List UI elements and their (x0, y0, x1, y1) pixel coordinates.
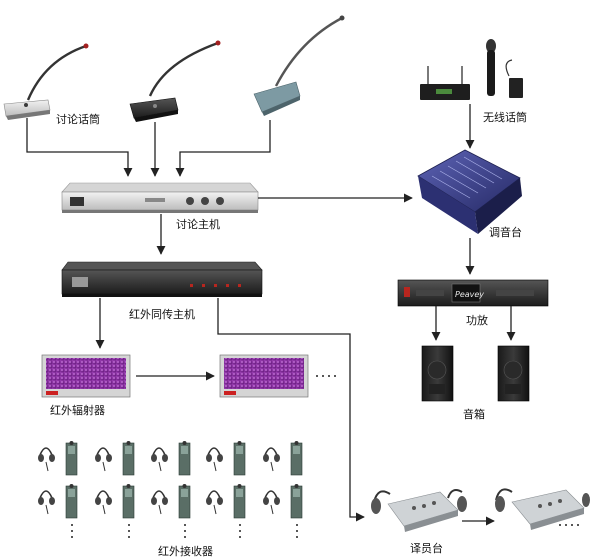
ir-host-device (61, 261, 263, 297)
mic-to-host-connectors (26, 118, 271, 177)
wireless-mic-receiver (420, 66, 470, 100)
label-amplifier: 功放 (466, 313, 488, 327)
discussion-host-device (61, 182, 259, 213)
label-ir-receiver: 红外接收器 (158, 544, 213, 558)
amp-to-speaker-arrows (431, 306, 516, 341)
ir-receiver-unit (95, 441, 135, 476)
ir-receiver-unit (95, 484, 135, 519)
mixer-console (417, 149, 522, 234)
receiver-continuation-dots (128, 524, 130, 538)
ir-receiver-unit (263, 484, 303, 519)
discussion-mic-1 (3, 43, 89, 120)
label-ir-radiator: 红外辐射器 (50, 403, 105, 417)
ir-receiver-unit (263, 441, 303, 476)
ir-host-to-interpreter-connector (217, 298, 365, 522)
ir-radiator-2 (219, 354, 309, 398)
ir-receiver-unit (151, 484, 191, 519)
label-ir-host: 红外同传主机 (129, 307, 195, 321)
ir-radiator-1 (41, 354, 131, 398)
label-discussion-mic: 讨论话筒 (56, 112, 100, 126)
receiver-continuation-dots (184, 524, 186, 538)
discussion-mic-3 (253, 15, 345, 116)
ir-receiver-unit (206, 484, 246, 519)
interpreter-desk-2 (495, 488, 590, 530)
discussion-mic-2 (129, 40, 221, 122)
ir-receiver-unit (38, 441, 78, 476)
label-interpreter-desk: 译员台 (410, 541, 443, 555)
ir-receiver-unit (151, 441, 191, 476)
label-mixer: 调音台 (489, 225, 522, 239)
label-wireless-mic: 无线话筒 (483, 110, 527, 124)
receiver-continuation-dots (296, 524, 298, 538)
ir-receiver-grid (38, 441, 303, 538)
radiator-continuation-dots (316, 375, 336, 377)
label-speaker: 音箱 (463, 407, 485, 421)
ir-receiver-unit (206, 441, 246, 476)
receiver-continuation-dots (239, 524, 241, 538)
amplifier-device: Peavey (397, 279, 549, 307)
speaker-left (421, 345, 454, 402)
speaker-right (497, 345, 530, 402)
interpreter-continuation-dots (559, 524, 579, 526)
label-discussion-host: 讨论主机 (176, 217, 220, 231)
amplifier-logo: Peavey (455, 290, 484, 299)
interpreter-desk-1 (371, 489, 467, 532)
receiver-continuation-dots (71, 524, 73, 538)
wireless-handheld-mic (486, 39, 496, 96)
ir-receiver-unit (38, 484, 78, 519)
wireless-bodypack (505, 59, 523, 98)
